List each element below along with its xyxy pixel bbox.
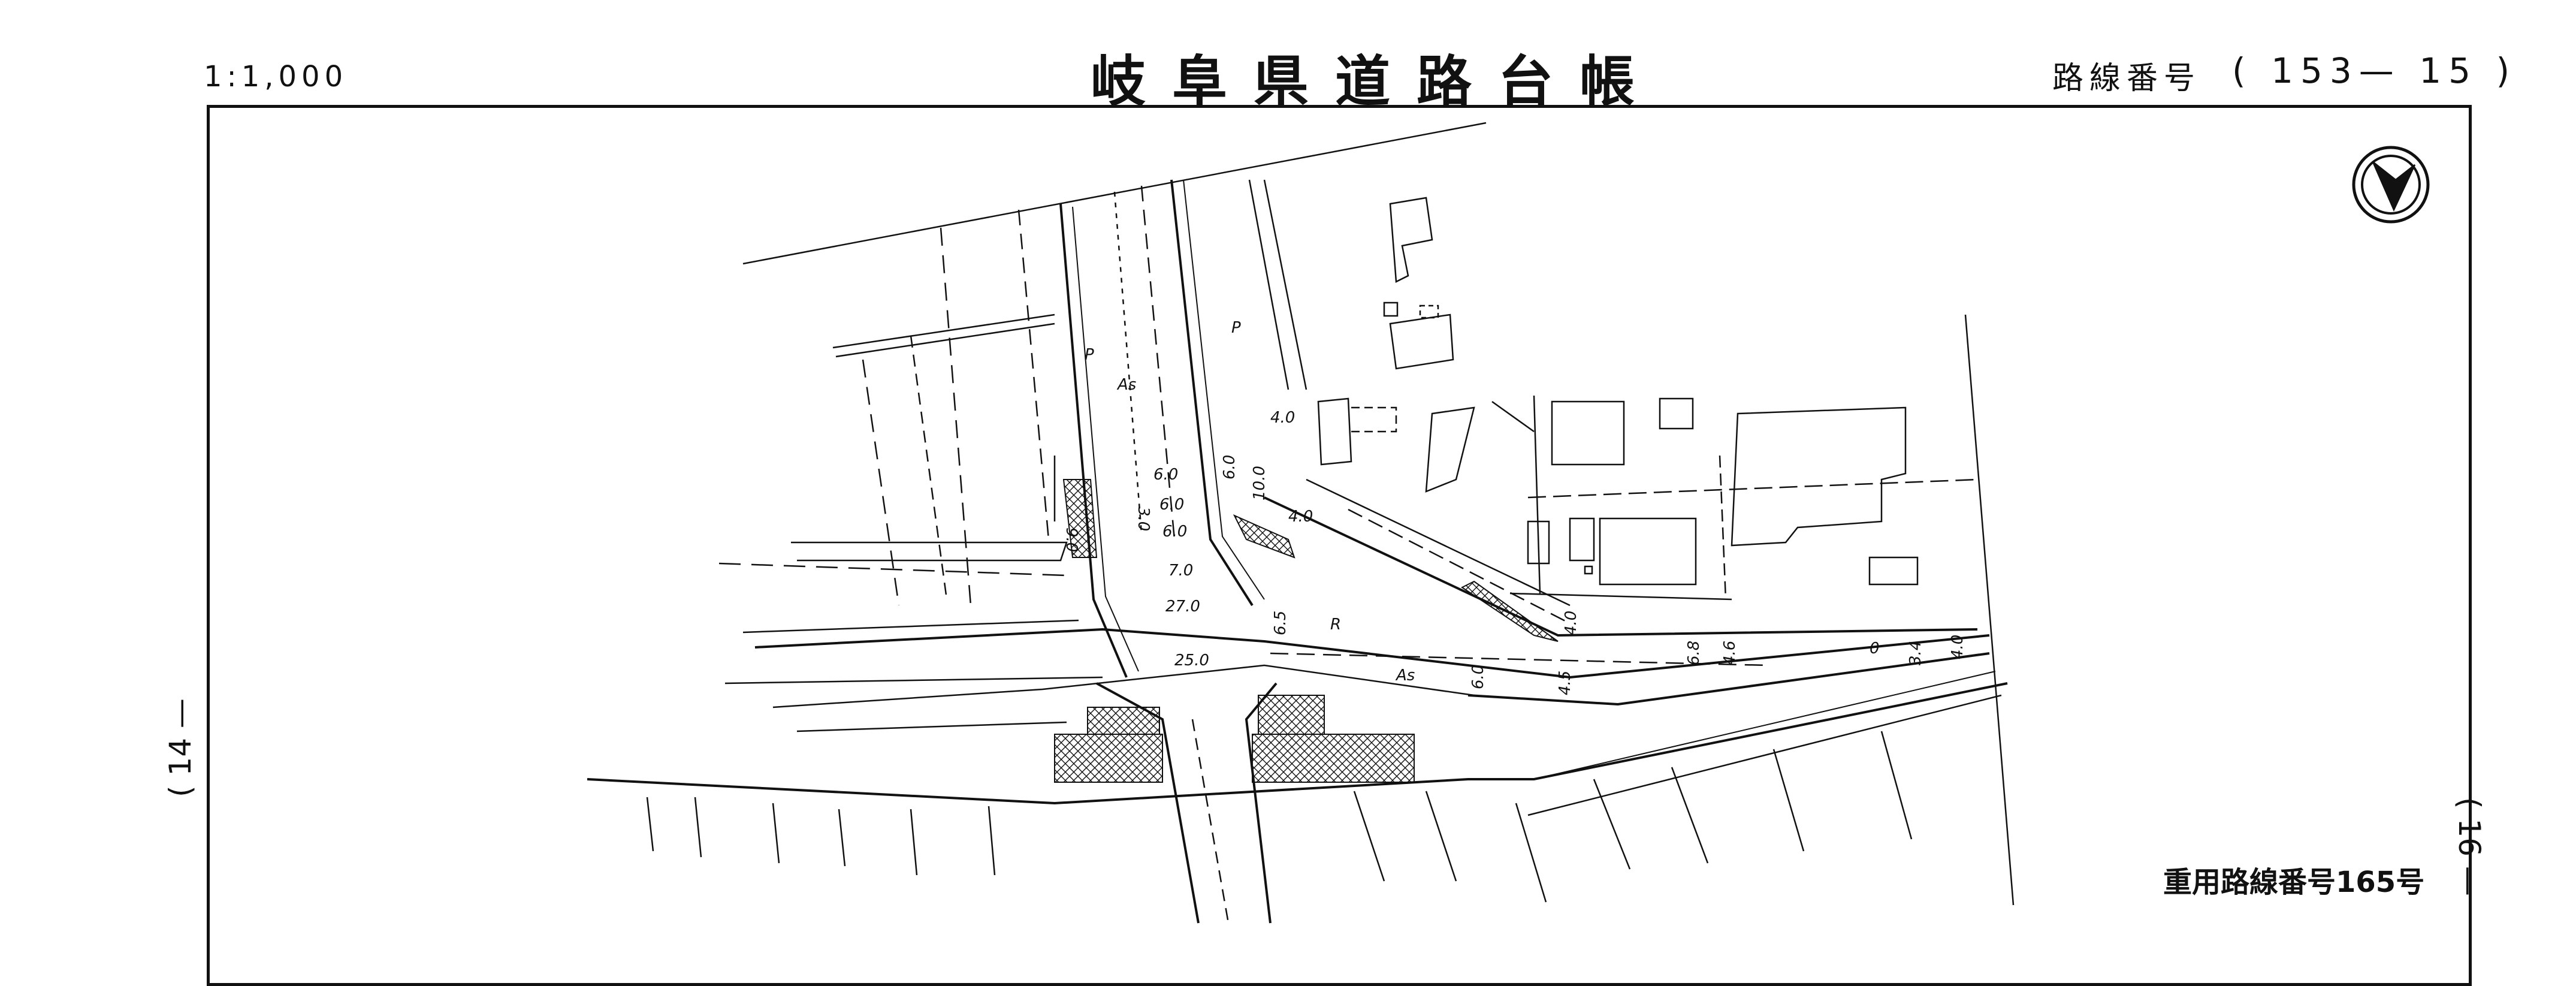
dim-4-6: 4.6 bbox=[1721, 641, 1739, 665]
dim-6-0-a: 6.0 bbox=[1153, 466, 1178, 484]
dim-6-8: 6.8 bbox=[1685, 641, 1703, 665]
road-map: P P As As R 4.0 6.0 6.0 6.0 7.0 27.0 25.… bbox=[587, 122, 2430, 924]
route-number-value: ( 153— 15 ) bbox=[2232, 50, 2517, 91]
dim-6-0-s: 6.0 bbox=[1469, 665, 1487, 689]
page-title: 岐阜県道路台帳 bbox=[1091, 50, 1662, 114]
dim-4-0-a: 4.0 bbox=[1270, 409, 1295, 427]
dim-4-0-c: 4.0 bbox=[1562, 611, 1580, 635]
label-as-lower: As bbox=[1395, 667, 1415, 685]
dim-6-0-v: 6.0 bbox=[1221, 455, 1239, 480]
dim-9-0: 9.0 bbox=[1062, 527, 1080, 552]
label-p-left: P bbox=[1085, 346, 1094, 364]
adjacent-sheet-left: ( 14 — bbox=[163, 698, 198, 797]
dim-4-0-d: 4.0 bbox=[1949, 635, 1967, 659]
dim-3-0: 3.0 bbox=[1134, 506, 1152, 531]
dim-7-0: 7.0 bbox=[1168, 562, 1193, 580]
map-scale: 1:1,000 bbox=[204, 60, 348, 94]
dim-25-0: 25.0 bbox=[1174, 652, 1209, 670]
north-arrow-icon bbox=[2352, 146, 2430, 224]
label-p-right: P bbox=[1231, 319, 1241, 337]
label-r: R bbox=[1330, 616, 1341, 634]
dim-4-5: 4.5 bbox=[1556, 671, 1574, 695]
label-as-upper: As bbox=[1116, 376, 1136, 394]
overlap-route-note: 重用路線番号165号 bbox=[2163, 866, 2425, 899]
dim-6-5: 6.5 bbox=[1272, 611, 1289, 635]
dim-10-0: 10.0 bbox=[1251, 466, 1269, 500]
dim-6-0-b: 6.0 bbox=[1159, 496, 1184, 514]
dim-6-0-c: 6.0 bbox=[1162, 523, 1187, 541]
adjacent-sheet-right: ( 16 — bbox=[2452, 797, 2487, 896]
dim-4-0-b: 4.0 bbox=[1288, 508, 1313, 526]
dim-0: 0 bbox=[1870, 640, 1880, 658]
dim-3-4: 3.4 bbox=[1907, 641, 1925, 665]
route-number-label: 路線番号 bbox=[2052, 61, 2201, 97]
dim-27-0: 27.0 bbox=[1165, 598, 1200, 616]
